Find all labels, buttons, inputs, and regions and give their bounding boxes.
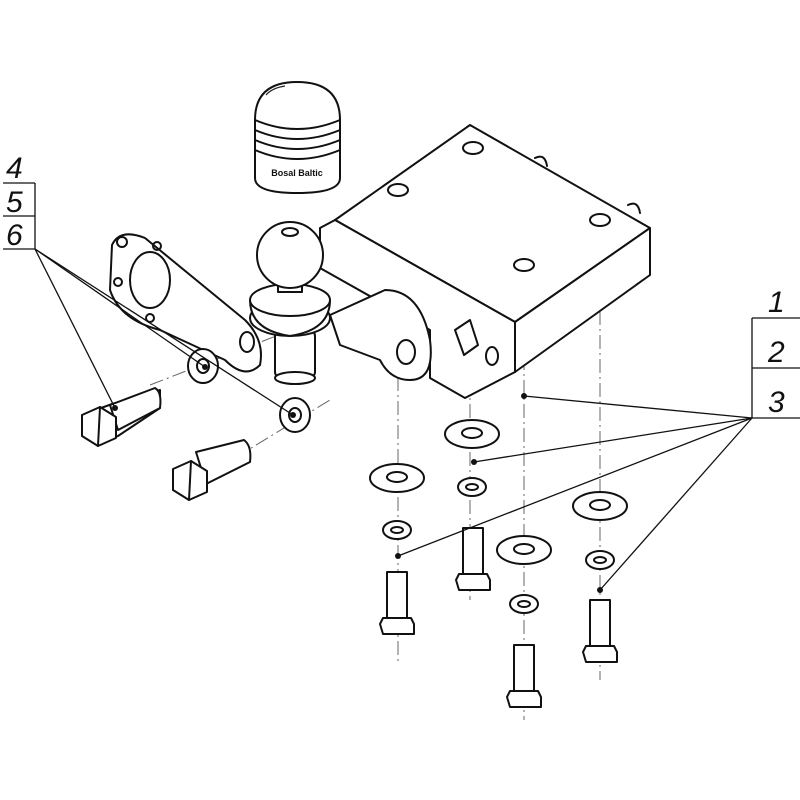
- side-bolts: [81, 387, 252, 501]
- callout-label-1: 1: [768, 286, 785, 319]
- hardware-stack-2: [444, 419, 500, 591]
- hardware-stack-3: [496, 535, 552, 708]
- ball-bracket: [329, 289, 432, 381]
- callout-label-2: 2: [767, 336, 785, 369]
- callout-left: 4 5 6: [3, 152, 296, 418]
- tow-ball: [249, 221, 331, 385]
- hardware-stack-4: [572, 491, 628, 663]
- hardware-stack-1: [369, 463, 425, 635]
- callout-label-6: 6: [6, 219, 23, 252]
- callout-label-5: 5: [6, 186, 23, 219]
- callout-label-3: 3: [768, 386, 785, 419]
- vertical-hardware: [369, 419, 628, 708]
- callout-label-4: 4: [6, 152, 23, 185]
- callout-right: 1 2 3: [395, 286, 800, 593]
- socket-plate: [109, 233, 262, 373]
- ball-cap: Bosal Baltic: [254, 81, 341, 194]
- cap-brand-text: Bosal Baltic: [271, 168, 323, 178]
